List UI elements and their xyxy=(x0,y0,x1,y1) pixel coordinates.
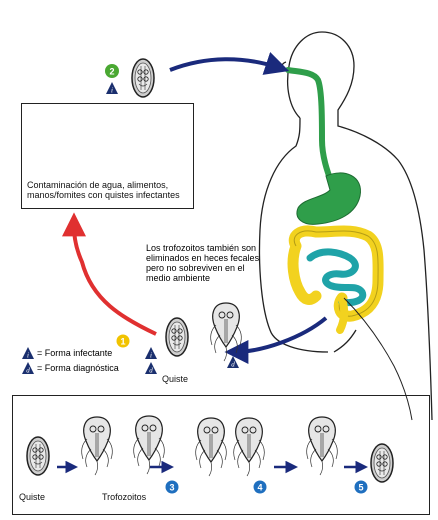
contamination-box: Contaminación de agua, alimentos, manos/… xyxy=(21,103,194,209)
infective-badge-stool xyxy=(145,347,157,360)
step-4-marker xyxy=(253,480,267,494)
legend-diagnostic-icon xyxy=(22,362,34,375)
rectum xyxy=(336,294,349,334)
legend-infective-label: = Forma infectante xyxy=(37,348,113,358)
step-5-number: 5 xyxy=(358,483,363,493)
step-4-number: 4 xyxy=(257,483,262,493)
digestive-tract xyxy=(285,67,384,334)
infective-badge-top xyxy=(106,82,118,95)
stool-cyst-label: Quiste xyxy=(162,374,189,384)
lifecycle-cyst-label: Quiste xyxy=(19,492,46,502)
excretion-arrow xyxy=(224,316,328,364)
contamination-arrow xyxy=(62,212,157,336)
contamination-caption: Contaminación de agua, alimentos, manos/… xyxy=(27,180,180,200)
legend-infective-icon xyxy=(22,347,34,360)
stool-cyst xyxy=(165,317,189,357)
step-3-number: 3 xyxy=(169,483,174,493)
trophozoite-note: Los trofozoitos también son eliminados e… xyxy=(146,243,260,283)
diagnostic-badge-trophozoite xyxy=(227,356,239,369)
esophagus xyxy=(285,67,337,193)
step-1-number: 1 xyxy=(120,337,125,347)
diagnostic-badge-cyst xyxy=(145,362,157,375)
small-intestine xyxy=(306,248,367,306)
ingestion-arrow xyxy=(169,52,290,75)
stomach xyxy=(296,172,361,225)
step-3-marker xyxy=(165,480,179,494)
ingested-cyst xyxy=(131,58,155,98)
lifecycle-sequence: 3 4 5 xyxy=(26,415,394,494)
step-5-marker xyxy=(354,480,368,494)
lifecycle-box xyxy=(12,395,430,515)
step-1-marker xyxy=(116,334,130,348)
step-2-number: 2 xyxy=(109,67,114,77)
step-2-marker xyxy=(105,64,119,78)
trophozoites-label: Trofozoitos xyxy=(102,492,147,502)
legend-diagnostic-label: = Forma diagnóstica xyxy=(37,363,119,373)
lifecycle-connector xyxy=(343,297,413,421)
